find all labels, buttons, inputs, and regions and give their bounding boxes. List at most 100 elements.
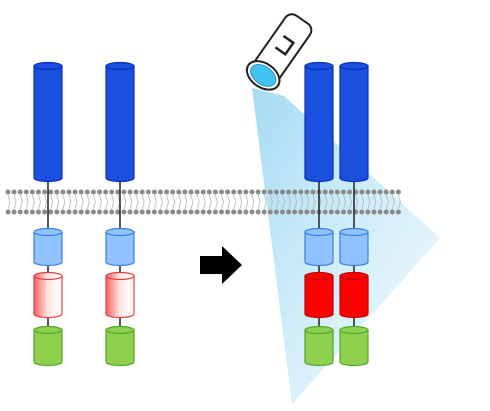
lipid-head [280,209,285,215]
lipid-head [54,209,60,215]
lipid-head [139,189,145,195]
lipid-head [145,209,151,215]
receptor [33,61,63,367]
lipid-head [36,209,41,215]
lipid-head [304,189,310,195]
receptor-domain [33,61,63,183]
receptor [304,61,334,367]
lipid-head [310,209,316,215]
lipid-head [383,209,389,215]
lipid-head [164,209,170,215]
lipid-head [188,189,194,195]
lipid-head [176,189,182,195]
lipid-head [347,209,353,215]
lipid-head [17,189,23,195]
lipid-head [48,209,54,215]
lipid-head [151,189,157,195]
lipid-head [182,189,188,195]
lipid-head [231,189,237,195]
lipid-head [231,209,237,215]
lipid-head [84,189,90,195]
lipid-head [280,189,285,195]
lipid-head [267,189,273,195]
lipid-head [237,189,243,195]
lipid-head [225,189,231,195]
lipid-head [322,209,328,215]
lipid-head [72,209,78,215]
lipid-head [292,209,298,215]
lipid-head [328,209,334,215]
lipid-head [261,189,267,195]
lipid-head [359,209,365,215]
lipid-head [225,209,231,215]
lipid-head [304,209,310,215]
lipid-head [255,189,261,195]
lipid-head [5,189,11,195]
lipid-head [377,209,383,215]
lipid-head [115,189,121,195]
flashlight-icon [245,13,313,91]
lipid-head [377,189,383,195]
red-domain-inactive [105,271,135,319]
lipid-head [29,209,35,215]
green-domain [105,325,135,367]
lipid-head [109,209,115,215]
lipid-head [36,189,41,195]
light-sensing-domain [105,227,135,267]
lipid-head [206,189,212,195]
lipid-head [121,209,127,215]
lipid-head [341,209,346,215]
lipid-head [66,209,72,215]
lipid-head [97,209,102,215]
lipid-head [243,209,249,215]
lipid-head [11,189,17,195]
lipid-head [158,189,163,195]
lipid-head [23,209,29,215]
lipid-head [145,189,151,195]
red-domain-active [304,271,334,319]
lipid-head [48,189,54,195]
lipid-head [164,189,170,195]
red-domain-inactive [33,271,63,319]
lipid-head [60,209,66,215]
lipid-head [219,209,224,215]
lipid-head [78,189,84,195]
lipid-head [194,189,200,195]
lipid-head [328,189,334,195]
lipid-head [60,189,66,195]
lipid-head [347,189,353,195]
lipid-head [188,209,194,215]
cell-membrane [5,189,401,215]
receptor-domain [339,61,369,183]
light-sensing-domain [339,227,369,267]
lipid-head [133,209,139,215]
lipid-head [103,209,109,215]
lipid-head [255,209,261,215]
lipid-head [206,209,212,215]
lipid-head [11,209,17,215]
lipid-head [310,189,316,195]
lipid-head [371,209,377,215]
lipid-head [90,189,96,195]
lipid-head [389,209,395,215]
green-domain [304,325,334,367]
lipid-head [249,189,255,195]
lipid-head [200,209,206,215]
receptor-domain [304,61,334,183]
lipid-head [29,189,35,195]
lipid-head [322,189,328,195]
lipid-head [115,209,121,215]
lipid-head [170,209,176,215]
lipid-head [334,189,340,195]
lipid-head [292,189,298,195]
lipid-head [249,209,255,215]
lipid-head [286,209,292,215]
red-domain-active [339,271,369,319]
lipid-head [97,189,102,195]
lipid-head [371,189,377,195]
lipid-head [395,189,401,195]
lipid-head [243,189,249,195]
lipid-head [194,209,200,215]
lipid-head [103,189,109,195]
